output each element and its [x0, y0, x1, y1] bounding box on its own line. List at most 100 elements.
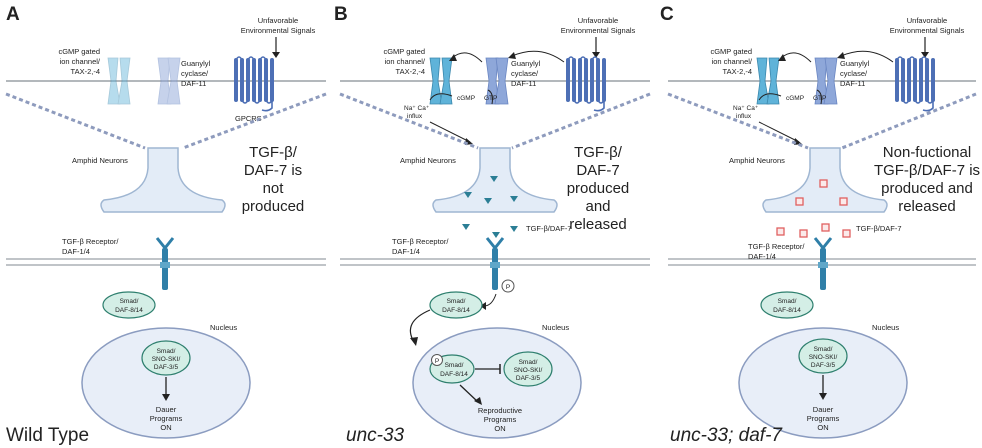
- daf7-status: DAF-7 is: [244, 162, 302, 179]
- ligand-square: [819, 179, 828, 188]
- arrowhead: [410, 337, 418, 346]
- outcome-label: ON: [494, 424, 505, 433]
- ligand-triangle: [510, 196, 518, 202]
- complex-label: SNO-SKI/: [152, 356, 181, 363]
- signals-label-line2: Environmental Signals: [890, 26, 965, 35]
- receptor-icon: [813, 237, 833, 290]
- channel-label: TAX-2,-4: [723, 67, 752, 76]
- cyclase-label: DAF-11: [511, 79, 536, 88]
- nucleus-label: Nucleus: [210, 323, 237, 332]
- smad-protein: [429, 291, 483, 319]
- nucleus-label: Nucleus: [542, 323, 569, 332]
- receptor-icon: [485, 237, 505, 290]
- cyclase-label: cyclase/: [181, 69, 209, 78]
- nucleus-label: Nucleus: [872, 323, 899, 332]
- nonfunctional-ligands: [776, 179, 851, 238]
- neuron-label: Amphid Neurons: [729, 156, 785, 165]
- phosphate-badge: [501, 279, 515, 293]
- channel-label: TAX-2,-4: [71, 67, 100, 76]
- smad-label: DAF-8/14: [115, 307, 143, 314]
- arrowhead: [837, 52, 845, 59]
- smad-protein: [102, 291, 156, 319]
- receptor-label: DAF-1/4: [392, 247, 420, 256]
- panel-letter: C: [660, 4, 674, 25]
- translocation-arrow: [409, 309, 431, 343]
- cgmp-label: cGMP: [457, 95, 475, 102]
- neuron-outline-dashed: [511, 92, 651, 150]
- activation-arrow: [511, 50, 565, 63]
- panel-c: C Unfavorable Environmental Signals cGMP…: [660, 4, 980, 446]
- cgmp-arrow: [758, 93, 782, 101]
- smad-label: Smad/: [447, 298, 466, 305]
- arrowhead: [480, 302, 486, 310]
- outcome-label: Programs: [150, 414, 183, 423]
- neuron-outline-dashed: [182, 92, 327, 150]
- receptor-label: TGF-β Receptor/: [62, 237, 119, 246]
- daf7-status: released: [898, 198, 956, 215]
- signals-label-line1: Unfavorable: [578, 16, 618, 25]
- signals-label-line1: Unfavorable: [907, 16, 947, 25]
- neuron-outline-dashed: [841, 92, 977, 150]
- ion-channel-icon: [756, 57, 780, 105]
- complex-label: SNO-SKI/: [809, 354, 838, 361]
- gtp-label: GTP: [484, 95, 497, 102]
- phosphate-label: P: [435, 358, 439, 365]
- smad-label: DAF-8/14: [773, 307, 801, 314]
- phosphate-label: P: [506, 284, 510, 291]
- smad-complex: [798, 338, 848, 374]
- gtp-label: GTP: [813, 95, 826, 102]
- smad-label: DAF-8/14: [442, 307, 470, 314]
- ligand-square: [799, 229, 808, 238]
- daf7-ligands: [462, 176, 518, 238]
- ligand-square: [842, 229, 851, 238]
- influx-label: influx: [736, 113, 752, 120]
- arrowhead: [794, 138, 802, 145]
- cyclase-label: Guanylyl: [181, 59, 211, 68]
- outcome-arrowhead: [819, 393, 827, 400]
- ligand-label: TGF-β/DAF-7: [526, 224, 572, 233]
- neuron-outline-dashed: [667, 92, 809, 150]
- arrowhead: [778, 54, 786, 61]
- complex-label: Smad/: [519, 359, 538, 366]
- signals-label-line2: Environmental Signals: [561, 26, 636, 35]
- signals-label-line1: Unfavorable: [258, 16, 298, 25]
- panel-letter: B: [334, 4, 348, 25]
- ligand-square: [821, 223, 830, 232]
- panel-title: Wild Type: [6, 425, 89, 446]
- smad-protein: [760, 291, 814, 319]
- ligand-label: TGF-β/DAF-7: [856, 224, 902, 233]
- channel-label: cGMP gated: [383, 47, 425, 56]
- amphid-neuron: [100, 147, 226, 213]
- outcome-arrowhead: [474, 397, 482, 405]
- smad-complex: [141, 340, 191, 376]
- panel-title: unc-33: [346, 425, 405, 446]
- conversion-arrow: [816, 89, 822, 105]
- cyclase-label: cyclase/: [840, 69, 868, 78]
- cgmp-arrow: [429, 93, 453, 101]
- guanylyl-cyclase-icon: [485, 57, 509, 105]
- phosphate-badge: [431, 354, 443, 366]
- cyclase-label: DAF-11: [840, 79, 865, 88]
- signal-arrowhead: [921, 52, 929, 58]
- outcome-arrowhead: [162, 394, 170, 401]
- receptor-icon: [155, 237, 175, 290]
- outcome-label: Programs: [807, 414, 840, 423]
- ion-channel-icon: [429, 57, 453, 105]
- ion-channel-icon: [107, 57, 131, 105]
- cyclase-label: Guanylyl: [840, 59, 870, 68]
- ligand-triangle: [462, 224, 470, 230]
- complex-label: DAF-3/5: [811, 362, 836, 369]
- gpcr-icon: [895, 56, 935, 112]
- daf7-status: Non-fuctional: [883, 144, 971, 161]
- panel-b: B Unfavorable Environmental Signals cGMP…: [334, 4, 651, 446]
- cyclase-label: Guanylyl: [511, 59, 541, 68]
- daf7-status: TGF-β/DAF-7 is: [874, 162, 980, 179]
- complex-label: Smad/: [157, 348, 176, 355]
- guanylyl-cyclase-icon: [157, 57, 181, 105]
- gpcr-label: GPCRS: [235, 114, 262, 123]
- outcome-label: ON: [160, 423, 171, 432]
- panel-title: unc-33; daf-7: [670, 425, 783, 446]
- arrowhead: [449, 54, 457, 61]
- arrowhead: [508, 52, 516, 59]
- channel-label: ion channel/: [385, 57, 426, 66]
